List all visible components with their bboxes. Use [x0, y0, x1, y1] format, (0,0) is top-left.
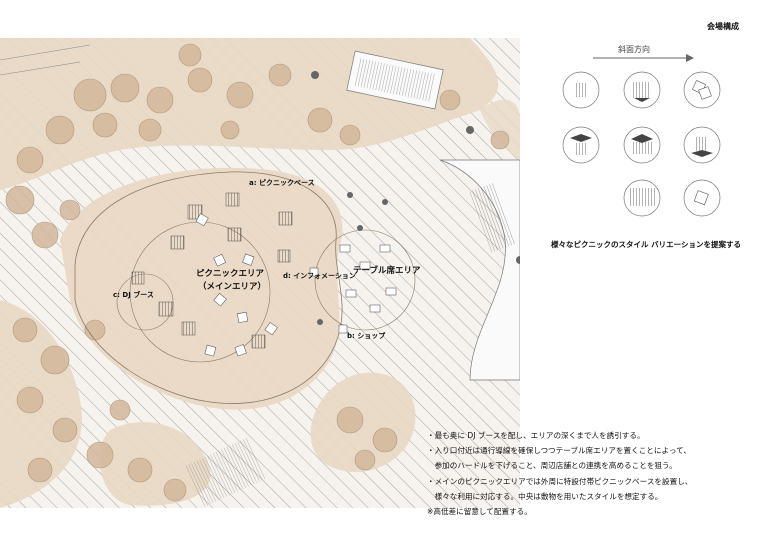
- picnic-bases: [131, 192, 397, 357]
- trees: [5, 43, 510, 502]
- note-line: ・最も奥に DJ ブースを配し、エリアの深くまで人を誘引する。: [427, 431, 645, 440]
- label-information: d: インフォメーション: [283, 272, 356, 280]
- slope-arrow: [593, 54, 694, 62]
- variation-caption: 様々なピクニックのスタイル バリエーションを提案する: [551, 240, 741, 249]
- label-table-area: テーブル席エリア: [353, 266, 421, 276]
- label-shop: b: ショップ: [347, 332, 386, 340]
- label-main-area-1: ピクニックエリア: [196, 269, 265, 279]
- note-line: ・入り口付近は通行導線を確保しつつテーブル席エリアを置くことによって、: [427, 446, 691, 456]
- note-line: 様々な利用に対応する。中央は敷物を用いたスタイルを想定する。: [427, 491, 663, 501]
- label-dj-booth: c: DJ ブース: [113, 291, 154, 299]
- label-picnic-base: a: ピクニックベース: [249, 179, 315, 187]
- note-line: ※高低差に留意して配置する。: [427, 507, 532, 517]
- note-line: ・メインのピクニックエリアでは外周に特設付帯ピクニックベースを設置し、: [427, 476, 693, 486]
- variation-icons: [570, 79, 713, 206]
- note-line: 参加のハードルを下げること、周辺店舗との連携を高めることを狙う。: [427, 461, 677, 471]
- slope-direction-label: 斜面方向: [618, 45, 650, 54]
- site-ground: [0, 38, 520, 508]
- page-title: 会場構成: [707, 22, 739, 31]
- label-main-area-2: （メインエリア）: [198, 282, 267, 292]
- notes: ・最も奥に DJ ブースを配し、エリアの深くまで人を誘引する。 ・入り口付近は通…: [427, 428, 692, 519]
